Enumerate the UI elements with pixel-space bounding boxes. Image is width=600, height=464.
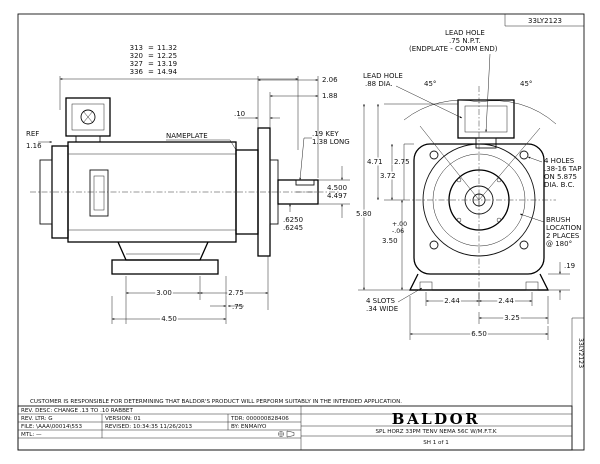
shaft-key: [295, 179, 315, 186]
dim-2-06: 2.06: [322, 76, 338, 84]
overall-length-table: 313 = 11.32 320 = 12.25 327 = 13.19 336 …: [130, 44, 178, 76]
holes-callout-3: ON 5.875: [544, 173, 577, 181]
overall-length-key: 336: [130, 68, 144, 76]
slots-callout-1: 4 SLOTS: [366, 297, 396, 305]
key-callout-line1: .19 KEY: [312, 130, 339, 138]
dim-3-00: 3.00: [156, 289, 172, 297]
dim-3-72: 3.72: [380, 172, 396, 180]
dim-2-44-right: 2.44: [498, 297, 514, 305]
dim-2-75-side: 2.75: [228, 289, 244, 297]
mounting-base: [117, 241, 209, 261]
brand-logo: BALDOR: [392, 410, 480, 428]
svg-text:=: =: [148, 68, 154, 76]
dim-4-50: 4.50: [161, 315, 177, 323]
pilot-dia-1: 4.500: [327, 184, 347, 192]
overall-length-value: 14.94: [157, 68, 178, 76]
revised-date: REVISED: 10:34:35 11/26/2013: [105, 424, 193, 430]
ref-value: 1.16: [26, 142, 42, 150]
nameplate-label: NAMEPLATE: [166, 132, 208, 140]
pilot-dia-2: 4.497: [327, 192, 347, 200]
end-view: [404, 86, 556, 300]
angle-arc-left: [403, 99, 480, 121]
lead-hole-left-2: .88 DIA.: [365, 80, 393, 88]
end-conduit-box: [457, 99, 515, 139]
bolt-hole: [429, 150, 439, 160]
customer-notice: CUSTOMER IS RESPONSIBLE FOR DETERMINING …: [30, 399, 402, 405]
dim-3-50: 3.50: [382, 237, 398, 245]
dim-0-10: .10: [234, 110, 245, 118]
dim-2-75-end: 2.75: [394, 158, 410, 166]
shaft-dia-2: .6245: [283, 224, 303, 232]
key-callout-line2: 1.38 LONG: [312, 138, 350, 146]
holes-callout-1: 4 HOLES: [544, 157, 575, 165]
svg-text:=: =: [148, 44, 154, 52]
holes-callout-2: .38-16 TAP: [544, 165, 582, 173]
tol-minus: -.06: [392, 228, 404, 235]
dim-3-25: 3.25: [504, 314, 520, 322]
motor-description: SPL HORZ 33PM TENV NEMA 56C W/M.F.T.K: [375, 429, 496, 435]
lead-hole-top-3: (ENDPLATE - COMM END): [409, 45, 498, 53]
dim-4-71: 4.71: [367, 158, 383, 166]
rev-desc: REV. DESC: CHANGE .13 TO .10 RABBET: [21, 408, 133, 414]
holes-callout-4: DIA. B.C.: [544, 181, 575, 189]
bolt-hole: [519, 150, 529, 160]
overall-length-key: 327: [130, 60, 143, 68]
brush-callout-2: LOCATION: [546, 224, 581, 232]
overall-length-value: 11.32: [157, 44, 177, 52]
rev-ltr: REV. LTR: G: [21, 416, 53, 422]
svg-text:=: =: [148, 52, 154, 60]
shaft-dia-1: .6250: [283, 216, 303, 224]
dim-2-44-left: 2.44: [444, 297, 460, 305]
angle-left: 45°: [424, 80, 436, 88]
file-path: FILE: \AAA\00014\553: [21, 424, 83, 430]
svg-text:=: =: [148, 60, 154, 68]
brush-callout-1: BRUSH: [546, 216, 571, 224]
bolt-hole: [429, 240, 439, 250]
lead-hole-left-1: LEAD HOLE: [363, 72, 403, 80]
material: MTL: —: [21, 432, 42, 438]
drawn-by: BY: ENMAIYO: [231, 424, 267, 430]
lead-hole-top-1: LEAD HOLE: [445, 29, 485, 37]
side-strip-number: 33LY2123: [577, 338, 584, 368]
tol-plus: +.00: [392, 221, 407, 228]
nameplate: [89, 169, 109, 217]
ref-label: REF: [26, 130, 39, 138]
title-block: REV. DESC: CHANGE .13 TO .10 RABBET REV.…: [17, 405, 573, 451]
dim-6-50: 6.50: [471, 330, 487, 338]
brush-callout-3: 2 PLACES: [546, 232, 580, 240]
brush-callout-4: @ 180°: [546, 240, 572, 248]
dim-0-19: .19: [564, 262, 575, 270]
slots-callout-2: .34 WIDE: [366, 305, 398, 313]
overall-length-key: 320: [130, 52, 143, 60]
drawing-number: 33LY2123: [528, 17, 562, 25]
sheet-number: SH 1 of 1: [423, 440, 449, 446]
dim-5-80: 5.80: [356, 210, 372, 218]
lead-hole-top-2: .75 N.P.T.: [449, 37, 481, 45]
angle-right: 45°: [520, 80, 532, 88]
version: VERSION: 01: [105, 416, 141, 422]
side-view: [30, 97, 340, 275]
overall-length-value: 12.25: [157, 52, 177, 60]
dim-0-75: .75: [232, 303, 243, 311]
overall-length-value: 13.19: [157, 60, 177, 68]
dim-1-88: 1.88: [322, 92, 338, 100]
projection-symbol-icon: [278, 430, 295, 438]
sheet-border: [17, 13, 585, 451]
bolt-hole: [519, 240, 529, 250]
tdr-number: TDR: 000000828406: [230, 416, 289, 422]
overall-length-key: 313: [130, 44, 143, 52]
